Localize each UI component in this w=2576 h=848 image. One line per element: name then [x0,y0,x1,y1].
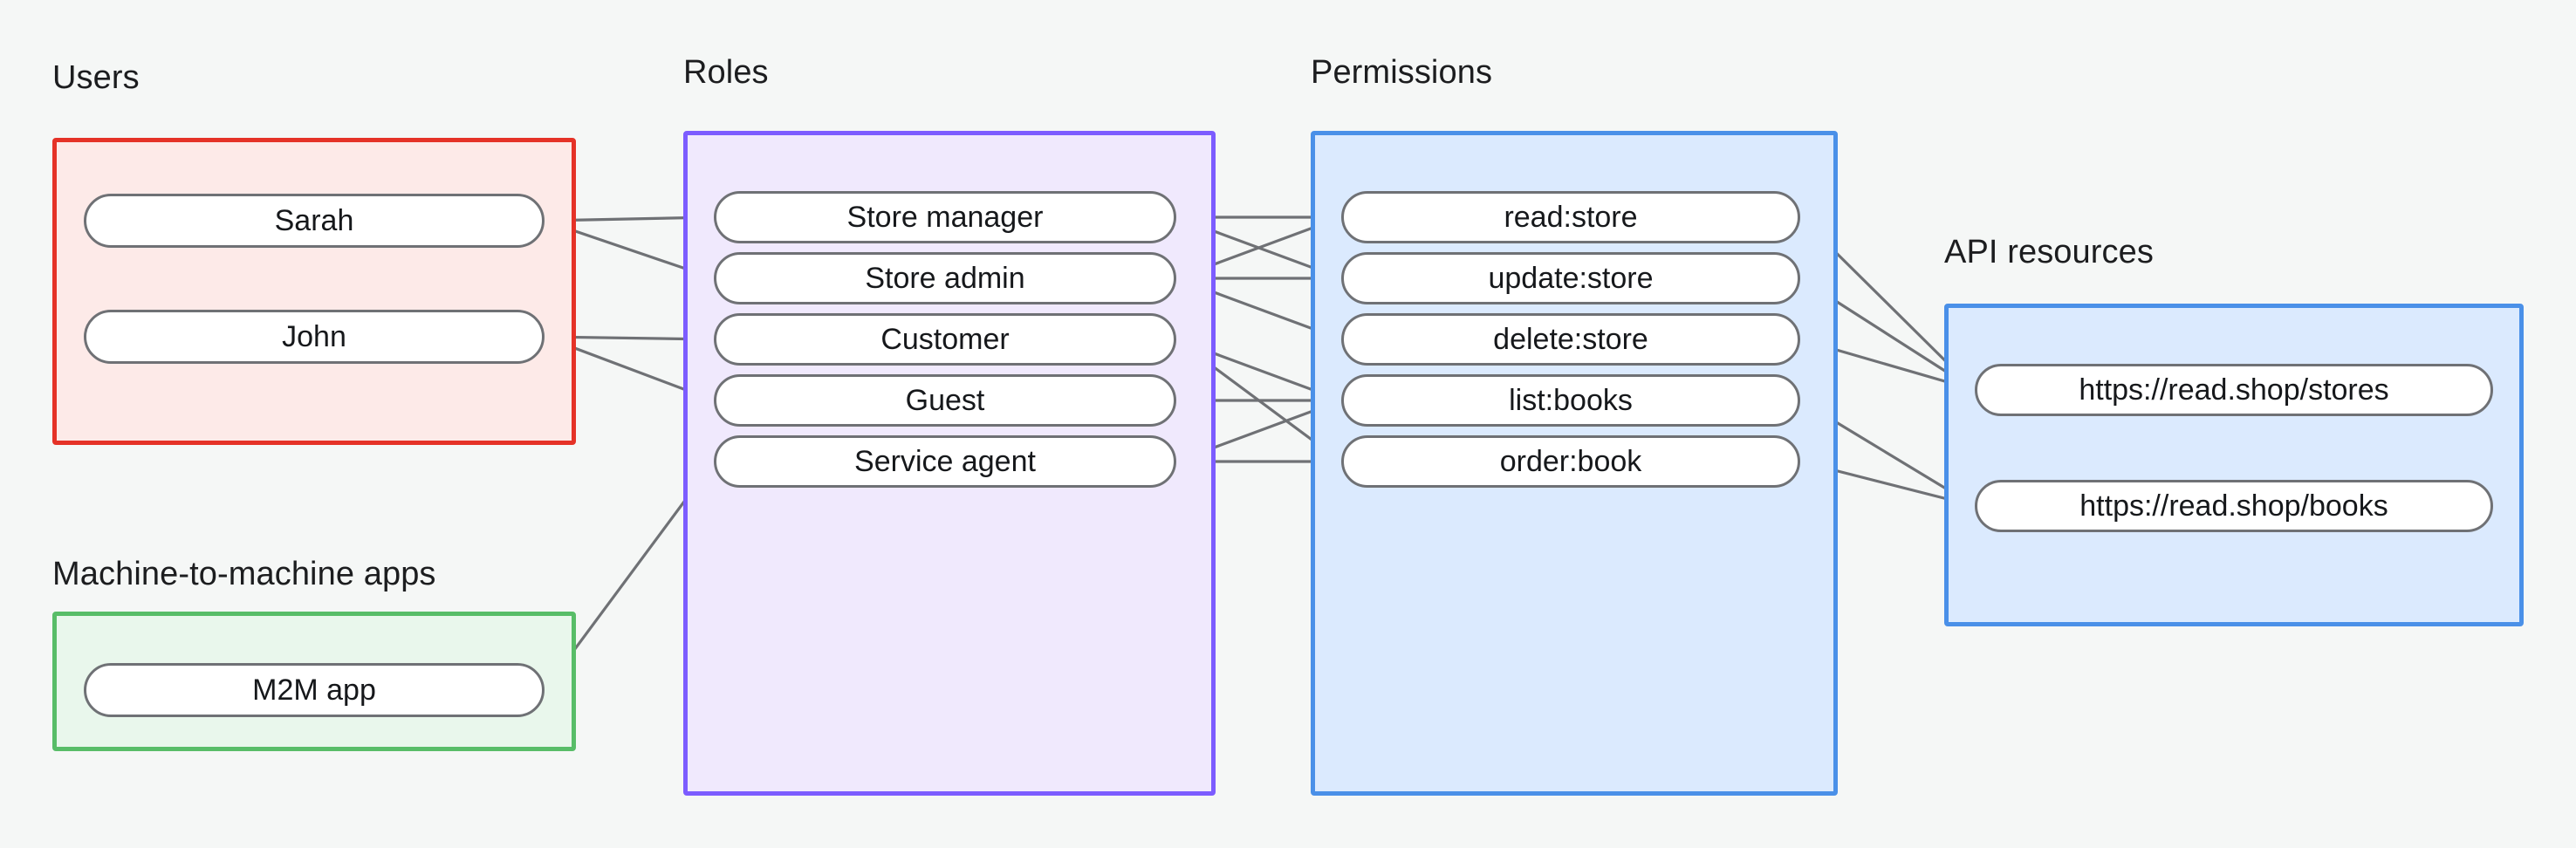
node-sarah[interactable]: Sarah [84,194,545,248]
group-box-api-resources [1944,304,2524,626]
node-service-agent[interactable]: Service agent [714,435,1176,488]
node-order-book[interactable]: order:book [1341,435,1800,488]
node-guest[interactable]: Guest [714,374,1176,427]
group-label-roles: Roles [683,54,769,91]
node-res-books[interactable]: https://read.shop/books [1975,480,2493,532]
node-read-store[interactable]: read:store [1341,191,1800,243]
group-label-permissions: Permissions [1311,54,1493,91]
node-john[interactable]: John [84,310,545,364]
node-res-stores[interactable]: https://read.shop/stores [1975,364,2493,416]
group-label-users: Users [52,59,140,96]
node-delete-store[interactable]: delete:store [1341,313,1800,366]
group-label-api-resources: API resources [1944,234,2154,270]
node-m2m-app[interactable]: M2M app [84,663,545,717]
node-store-admin[interactable]: Store admin [714,252,1176,304]
node-store-manager[interactable]: Store manager [714,191,1176,243]
group-label-m2m: Machine-to-machine apps [52,556,436,592]
node-customer[interactable]: Customer [714,313,1176,366]
group-box-users [52,138,576,445]
node-list-books[interactable]: list:books [1341,374,1800,427]
node-update-store[interactable]: update:store [1341,252,1800,304]
